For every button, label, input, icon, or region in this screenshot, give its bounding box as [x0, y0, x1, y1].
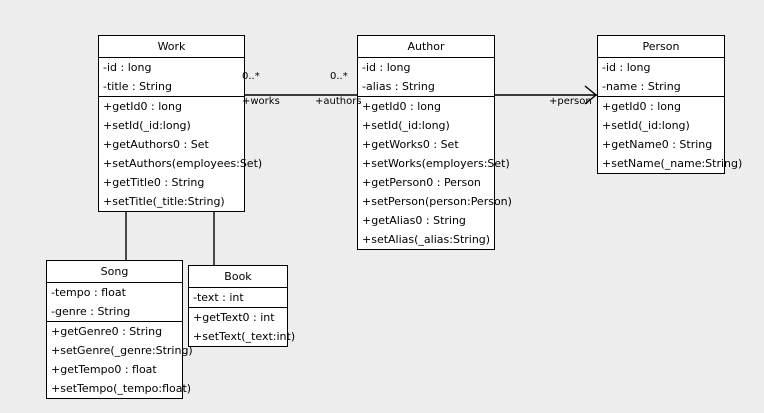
role-person: +person [549, 96, 592, 107]
class-name-work: Work [99, 36, 244, 58]
attribute-row: -id : long [602, 61, 651, 74]
operation-row: +getPerson0 : Person [362, 176, 481, 189]
operation-row: +setAuthors(employees:Set) [103, 157, 263, 170]
uml-class-person[interactable]: Person -id : long -name : String +getId0… [597, 35, 743, 174]
attributes-compartment-author: -id : long -alias : String [358, 58, 494, 97]
operation-row: +setText(_text:int) [193, 330, 296, 343]
uml-class-song[interactable]: Song -tempo : float -genre : String +get… [46, 260, 193, 399]
uml-class-work[interactable]: Work -id : long -title : String +getId0 … [98, 35, 263, 212]
operations-compartment-song: +getGenre0 : String +setGenre(_genre:Str… [47, 322, 193, 398]
attributes-compartment-work: -id : long -title : String [99, 58, 244, 97]
class-name-song: Song [47, 261, 182, 283]
operation-row: +setId(_id:long) [103, 119, 191, 132]
attributes-compartment-book: -text : int [189, 288, 287, 308]
operation-row: +setPerson(person:Person) [362, 195, 512, 208]
operation-row: +getTempo0 : float [51, 363, 157, 376]
role-authors: +authors [315, 96, 362, 107]
attribute-row: -id : long [362, 61, 411, 74]
class-name-book: Book [189, 266, 287, 288]
attributes-compartment-person: -id : long -name : String [598, 58, 724, 97]
operation-row: +getText0 : int [193, 311, 275, 324]
class-name-person: Person [598, 36, 724, 58]
operation-row: +getTitle0 : String [103, 176, 205, 189]
operation-row: +setId(_id:long) [602, 119, 690, 132]
class-name-author: Author [358, 36, 494, 58]
uml-class-book[interactable]: Book -text : int +getText0 : int +setTex… [188, 265, 296, 347]
operation-row: +getWorks0 : Set [362, 138, 459, 151]
operation-row: +getAuthors0 : Set [103, 138, 209, 151]
operation-row: +getId0 : long [362, 100, 441, 113]
attribute-row: -genre : String [51, 305, 131, 318]
attribute-row: -tempo : float [51, 286, 126, 299]
operation-row: +getAlias0 : String [362, 214, 466, 227]
attribute-row: -name : String [602, 80, 681, 93]
operation-row: +setTitle(_title:String) [103, 195, 225, 208]
operation-row: +getId0 : long [103, 100, 182, 113]
attribute-row: -id : long [103, 61, 152, 74]
operation-row: +getId0 : long [602, 100, 681, 113]
role-works: +works [242, 96, 280, 107]
operation-row: +setTempo(_tempo:float) [51, 382, 192, 395]
operations-compartment-person: +getId0 : long +setId(_id:long) +getName… [598, 97, 743, 173]
operations-compartment-author: +getId0 : long +setId(_id:long) +getWork… [358, 97, 512, 249]
multiplicity-author-end: 0..* [330, 71, 348, 82]
operation-row: +setId(_id:long) [362, 119, 450, 132]
operations-compartment-work: +getId0 : long +setId(_id:long) +getAuth… [99, 97, 263, 211]
operation-row: +setWorks(employers:Set) [362, 157, 510, 170]
operation-row: +setName(_name:String) [602, 157, 743, 170]
attribute-row: -alias : String [362, 80, 435, 93]
operation-row: +getGenre0 : String [51, 325, 163, 338]
operations-compartment-book: +getText0 : int +setText(_text:int) [189, 308, 296, 346]
attribute-row: -title : String [103, 80, 173, 93]
multiplicity-work-end: 0..* [242, 71, 260, 82]
attribute-row: -text : int [193, 291, 244, 304]
operation-row: +setAlias(_alias:String) [362, 233, 491, 246]
operation-row: +getName0 : String [602, 138, 713, 151]
uml-class-author[interactable]: Author -id : long -alias : String +getId… [357, 35, 512, 250]
operation-row: +setGenre(_genre:String) [51, 344, 193, 357]
attributes-compartment-song: -tempo : float -genre : String [47, 283, 182, 322]
